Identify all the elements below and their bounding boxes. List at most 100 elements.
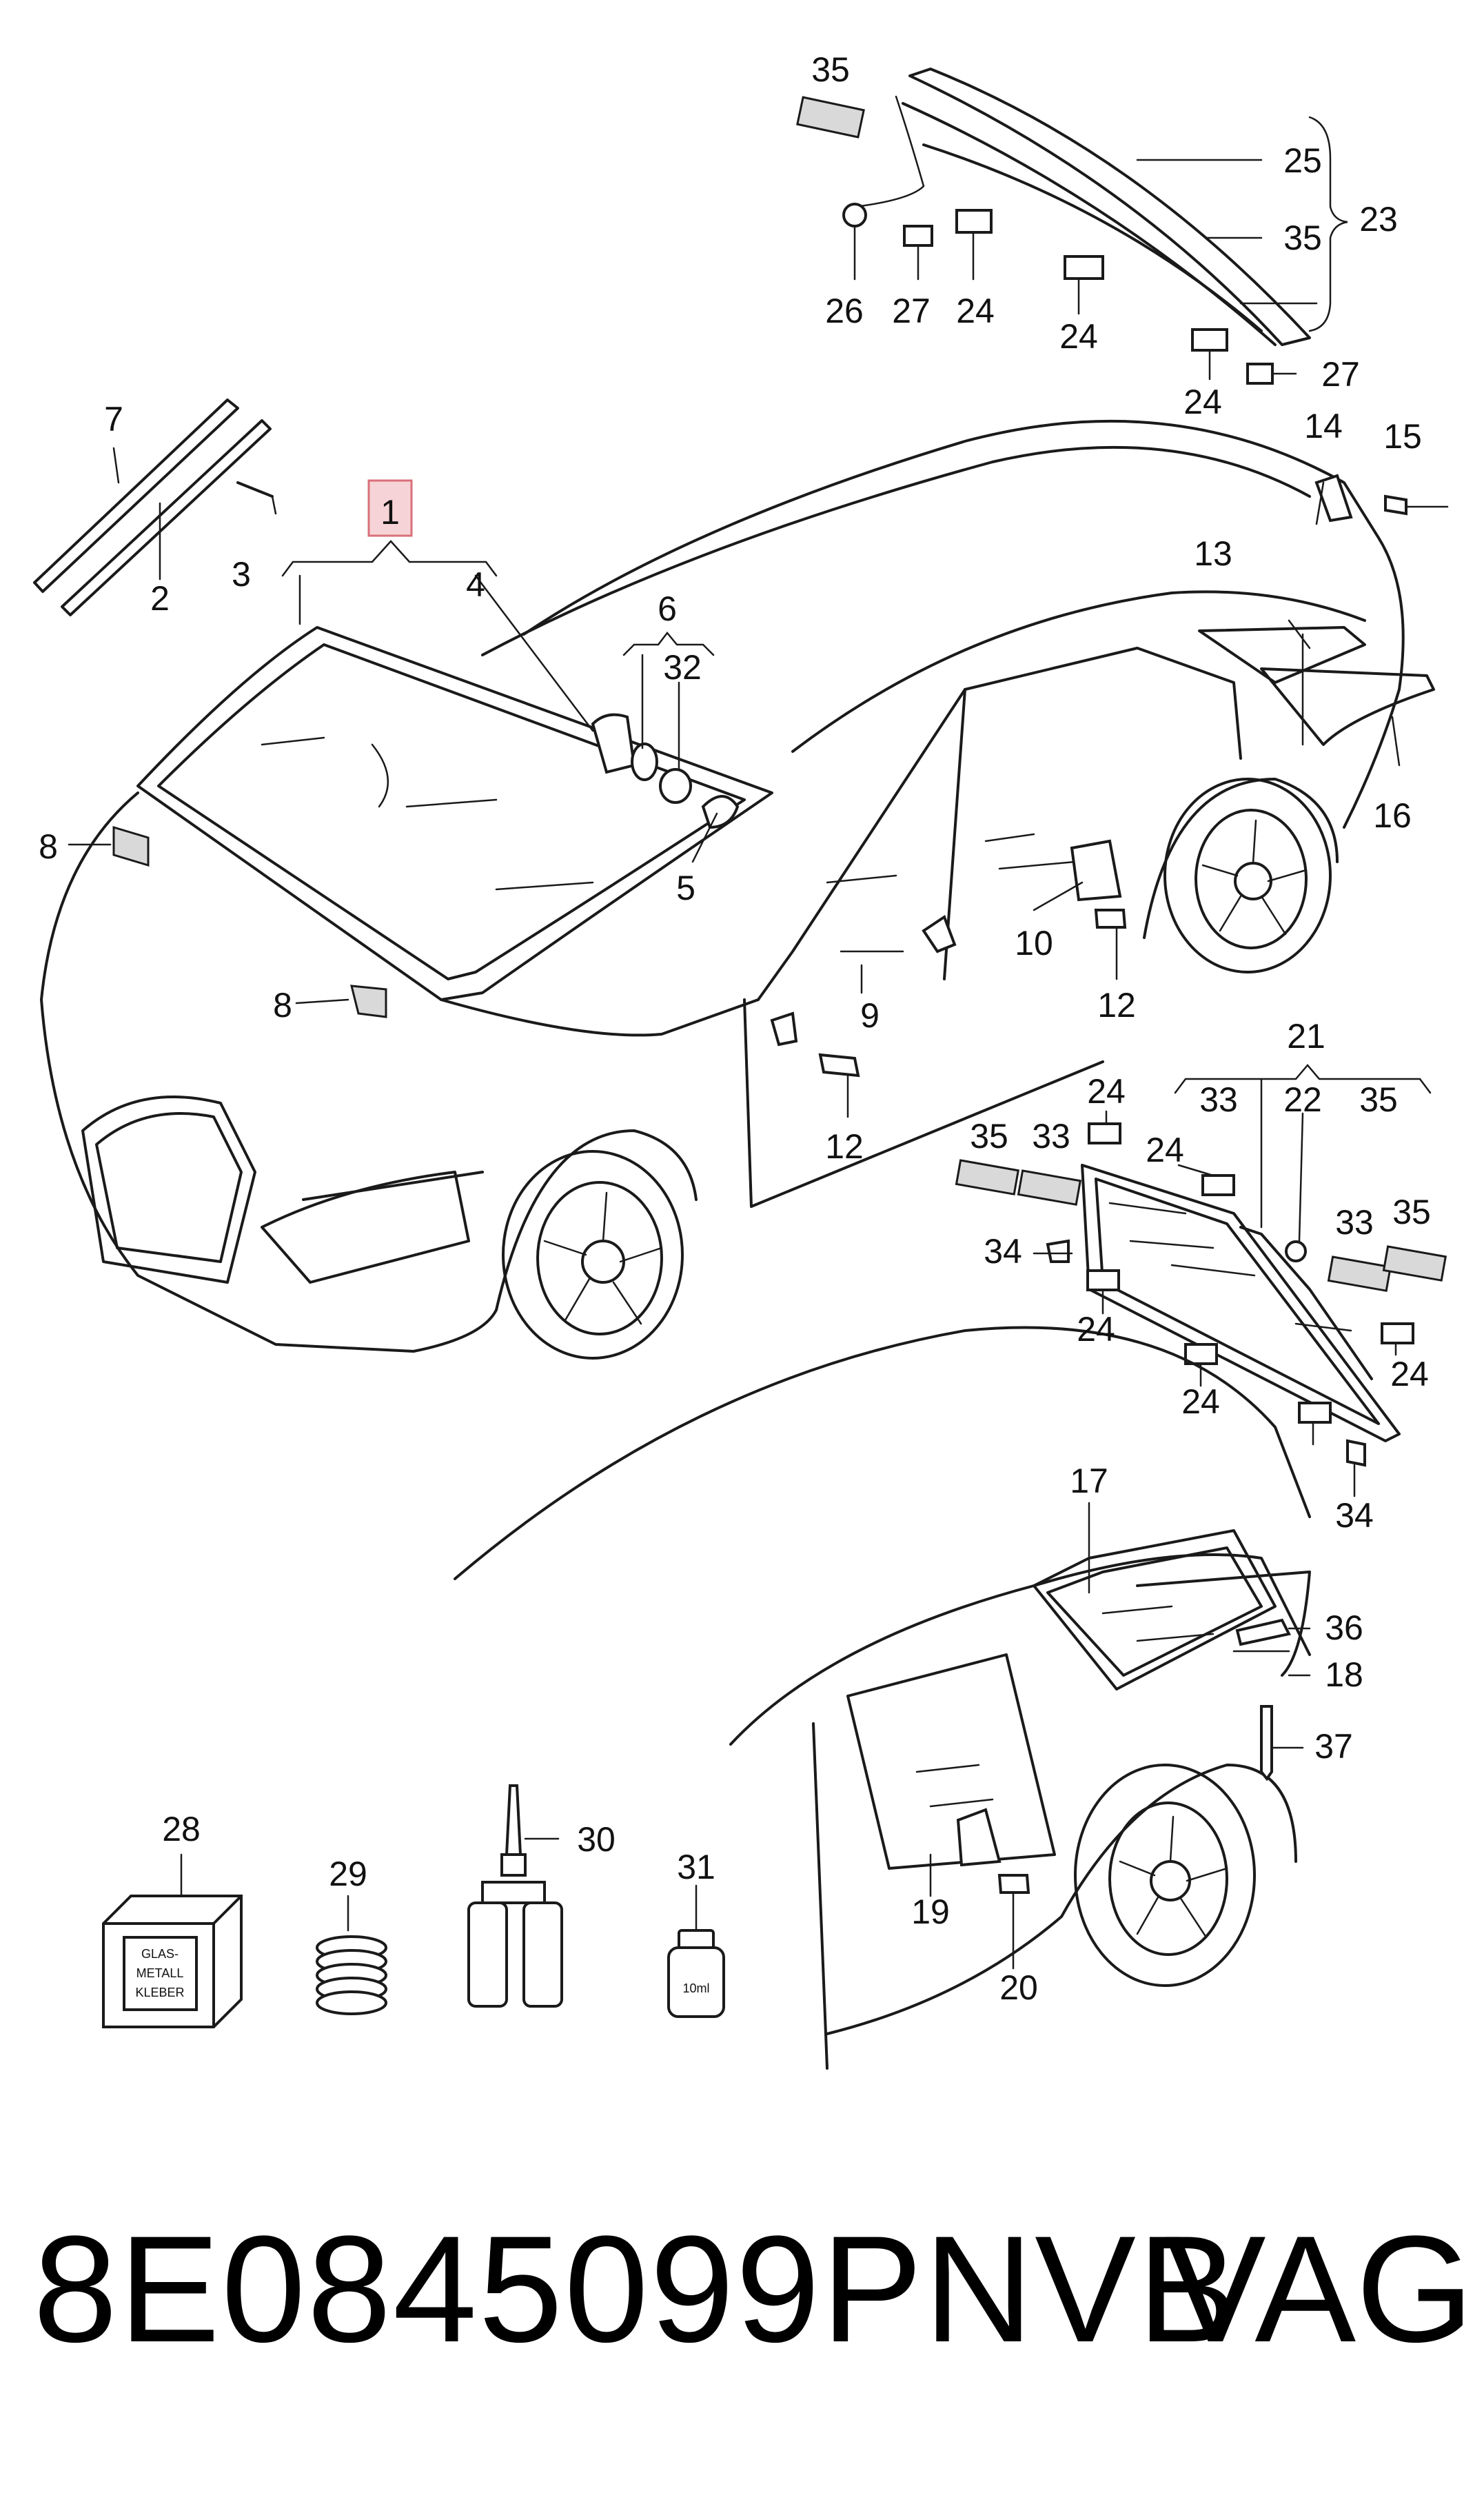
pad-24-m6 [1298,1402,1332,1424]
clip-9 [922,914,957,953]
callout-23: 23 [1359,200,1398,239]
primer-bottle-31 [667,1929,725,2018]
clip-34-a [1046,1239,1070,1263]
callout-22: 22 [1283,1080,1322,1119]
callout-31: 31 [677,1848,715,1886]
callout-26: 26 [825,292,864,330]
callout-27-right: 27 [1321,355,1360,394]
clip-5 [701,795,740,829]
bracket-14 [1314,474,1353,523]
cord-coil-29 [316,1935,387,2015]
callout-4: 4 [466,565,485,604]
callout-16: 16 [1373,796,1412,835]
callout-21: 21 [1287,1017,1325,1056]
strip-33-a [1017,1169,1082,1206]
callout-33-head: 33 [1199,1080,1238,1119]
callout-18: 18 [1325,1655,1363,1694]
bracket-4 [591,713,636,774]
callout-33-right: 33 [1335,1203,1374,1242]
clip-34-b [1346,1439,1366,1467]
callout-2: 2 [150,579,170,618]
pad-27-top [903,225,933,247]
callout-3: 3 [232,555,251,594]
ring-32 [659,768,692,804]
callout-24-m2: 24 [1146,1131,1184,1169]
side-window-assembly [955,1064,1447,1497]
pad-8-left [112,825,150,867]
pad-24-m4 [1184,1343,1218,1365]
cartridge-30 [467,1784,563,2008]
pad-8-front [350,985,387,1018]
callout-8-front: 8 [273,986,292,1025]
callout-27-top: 27 [892,292,931,330]
callout-35-top: 35 [811,50,850,89]
callout-32: 32 [663,648,702,687]
pad-24-m5 [1381,1322,1414,1344]
callout-35-head: 35 [1359,1080,1398,1119]
callout-25: 25 [1283,141,1322,180]
callout-34-left: 34 [984,1232,1022,1271]
bracket-36 [1235,1618,1291,1646]
bolt-20 [997,1874,1030,1894]
callout-33-left: 33 [1032,1117,1070,1155]
guide-10 [1070,839,1122,902]
brand-name: VAG [1165,2204,1474,2374]
bolt-12-upper [1094,909,1127,929]
callout-14: 14 [1304,407,1343,445]
accessories [102,1784,725,2028]
callout-24-m3: 24 [1077,1310,1115,1349]
pad-24-top-3 [1191,328,1228,352]
pad-24-top-2 [1064,255,1104,280]
screw-15 [1384,494,1407,516]
callout-35-right: 35 [1283,219,1322,257]
callout-30: 30 [577,1820,616,1859]
callout-20: 20 [999,1968,1038,2007]
callout-24-m4: 24 [1181,1382,1220,1421]
callout-34-right: 34 [1335,1496,1374,1535]
callout-1-highlight [367,479,413,537]
roof-mouldings [33,398,277,616]
guide-19 [956,1808,1002,1867]
callout-24-top-1: 24 [956,292,995,330]
callout-24-top-3: 24 [1183,383,1222,421]
callout-13: 13 [1194,534,1232,573]
pin-37 [1260,1705,1273,1782]
strip-35-top [796,96,865,139]
pad-24-m1 [1088,1122,1121,1144]
rear-window-assembly [796,68,1348,385]
pad-24-top-1 [955,209,993,234]
callout-6: 6 [658,589,677,628]
glas-label-line3: KLEBER [135,1986,184,1999]
clip-front-door [770,1011,798,1047]
strip-35-a [955,1159,1020,1195]
part-number: 8E0845099PNVB [33,2204,1240,2374]
main-small-parts [112,474,1449,1078]
glas-label-line2: METALL [136,1966,184,1980]
callout-36: 36 [1325,1608,1363,1647]
bottle-label: 10ml [682,1981,709,1995]
callout-7: 7 [104,400,123,438]
strip-33-b [1327,1255,1392,1292]
strip-35-b [1382,1245,1447,1282]
callout-5: 5 [676,869,695,907]
clip-6 [631,743,658,781]
pad-24-m3 [1086,1269,1120,1291]
callout-24-top-2: 24 [1059,317,1098,356]
callout-17: 17 [1070,1462,1108,1500]
callout-24-m1: 24 [1087,1072,1126,1111]
clip-22 [1285,1240,1307,1262]
adhesive-label [123,1936,198,2011]
callout-8-left: 8 [39,827,58,866]
callout-35-far: 35 [1392,1193,1431,1231]
callout-12-upper: 12 [1097,986,1136,1025]
callout-37: 37 [1314,1727,1353,1766]
callout-29: 29 [329,1855,367,1893]
callout-12-lower: 12 [825,1127,864,1166]
callout-28: 28 [162,1810,201,1848]
callout-1: 1 [380,493,400,532]
callout-35-left: 35 [970,1117,1008,1155]
callout-9: 9 [860,996,880,1035]
glas-label-line1: GLAS- [141,1947,179,1961]
bolt-12-lower [818,1053,860,1078]
